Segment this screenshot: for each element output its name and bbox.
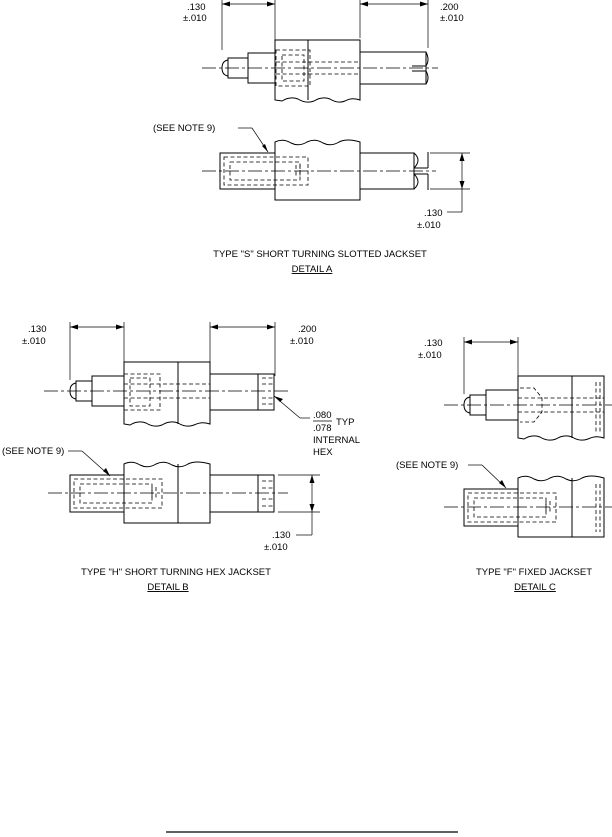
- detail-a-see-note: (SEE NOTE 9): [153, 123, 215, 134]
- detail-b-see-note: (SEE NOTE 9): [2, 446, 64, 457]
- detail-b-dim-top-right-tol: ±.010: [290, 336, 314, 347]
- detail-a-label: DETAIL A: [292, 264, 333, 275]
- detail-a-dim-top-right-tol: ±.010: [440, 13, 464, 24]
- detail-b-dim-bottom-tol: ±.010: [264, 542, 288, 553]
- detail-b-hex-max: .080: [313, 410, 332, 421]
- detail-b-label: DETAIL B: [147, 582, 188, 593]
- detail-b-top-view: .130 ±.010 .200 ±.010: [22, 322, 360, 458]
- detail-a-caption: TYPE "S" SHORT TURNING SLOTTED JACKSET: [213, 249, 427, 260]
- detail-b-dim-top-left-value: .130: [28, 324, 47, 335]
- detail-b-dim-bottom-value: .130: [272, 530, 291, 541]
- detail-a: .130 ±.010 .200 ±.010: [153, 0, 470, 275]
- detail-a-top-view: .130 ±.010 .200 ±.010: [183, 0, 464, 103]
- detail-b-dim-top-left-tol: ±.010: [22, 336, 46, 347]
- detail-b-hex-internal: INTERNAL: [313, 435, 360, 446]
- detail-a-dim-top-left-tol: ±.010: [183, 13, 207, 24]
- detail-b-dim-top-right-value: .200: [298, 324, 317, 335]
- detail-c-dim-top-left-value: .130: [424, 338, 443, 349]
- detail-b-hex-hex: HEX: [313, 447, 333, 458]
- detail-c: .130 ±.010 (SEE NOTE 9): [396, 337, 612, 593]
- detail-a-dim-bottom-value: .130: [424, 208, 443, 219]
- detail-b-bottom-view: (SEE NOTE 9): [2, 446, 320, 553]
- detail-b-hex-min: .078: [313, 423, 332, 434]
- detail-a-dim-top-right-value: .200: [440, 2, 459, 13]
- detail-a-bottom-view: (SEE NOTE 9) .130: [153, 123, 470, 231]
- detail-c-top-view: .130 ±.010: [418, 337, 612, 441]
- detail-c-see-note: (SEE NOTE 9): [396, 460, 458, 471]
- detail-a-dim-bottom-tol: ±.010: [417, 220, 441, 231]
- detail-c-bottom-view: (SEE NOTE 9): [396, 460, 612, 538]
- detail-b: .130 ±.010 .200 ±.010: [2, 322, 360, 593]
- detail-a-dim-top-left-value: .130: [187, 2, 206, 13]
- detail-c-dim-top-left-tol: ±.010: [418, 350, 442, 361]
- detail-b-caption: TYPE "H" SHORT TURNING HEX JACKSET: [81, 567, 271, 578]
- detail-c-label: DETAIL C: [514, 582, 556, 593]
- detail-c-caption: TYPE "F" FIXED JACKSET: [476, 567, 592, 578]
- detail-b-hex-typ: TYP: [336, 417, 354, 428]
